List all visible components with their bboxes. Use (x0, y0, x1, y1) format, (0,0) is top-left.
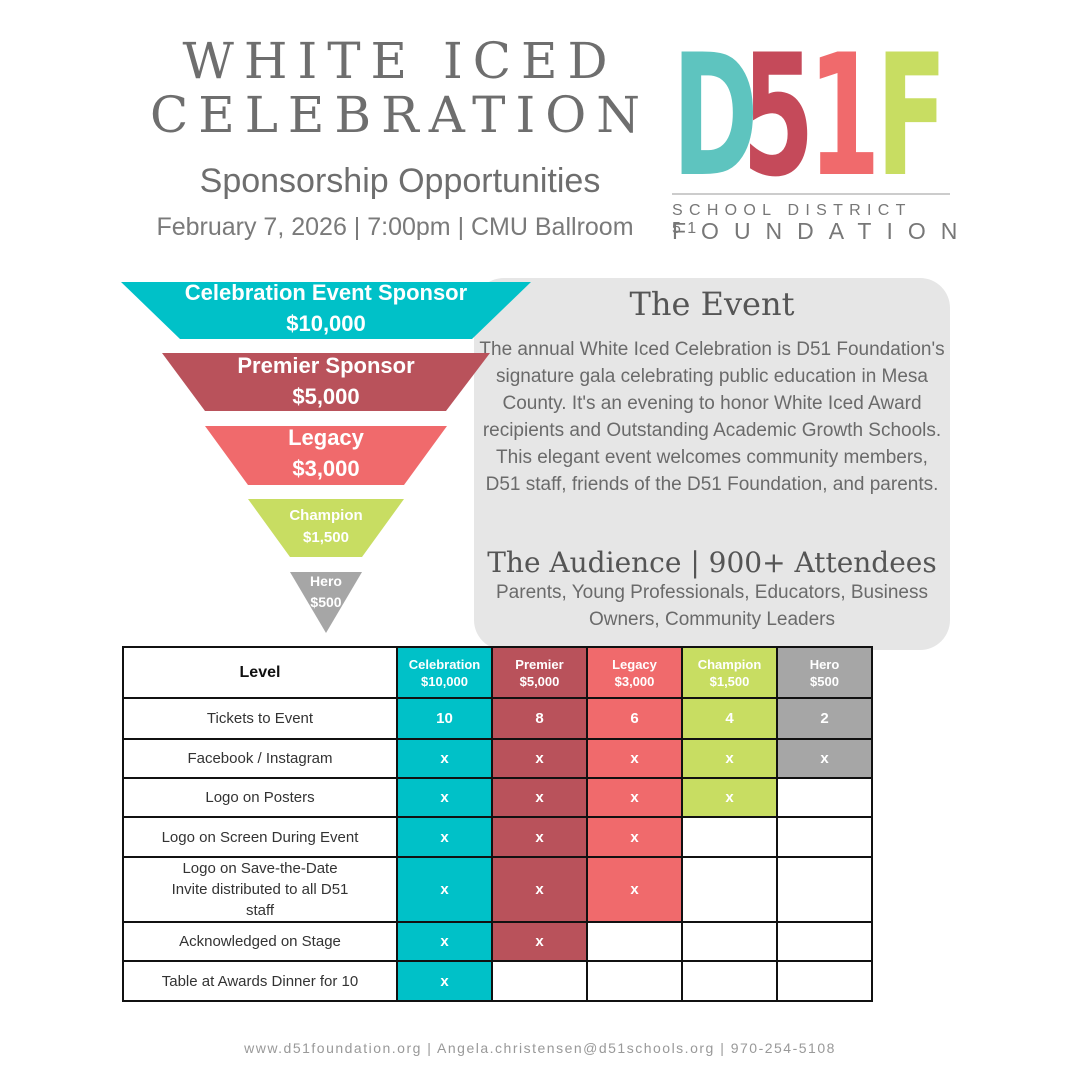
funnel-label-hero: Hero$500 (310, 573, 342, 610)
benefit-cell-hero (776, 856, 873, 923)
benefit-cell-celebration: x (396, 816, 493, 858)
column-price: $3,000 (614, 673, 655, 689)
column-header-hero: Hero$500 (776, 646, 873, 699)
benefit-cell-premier: x (491, 777, 588, 818)
column-name: Hero (809, 656, 840, 672)
sponsor-funnel (121, 282, 531, 633)
benefit-label: Acknowledged on Stage (122, 921, 398, 962)
date-line: February 7, 2026 | 7:00pm | CMU Ballroom (156, 213, 634, 241)
benefit-cell-celebration: x (396, 777, 493, 818)
benefit-cell-legacy (586, 960, 683, 1002)
funnel-tier-premier (162, 353, 490, 411)
funnel-tier-champion (248, 499, 404, 557)
benefit-cell-champion: x (681, 738, 778, 779)
benefit-cell-legacy: x (586, 777, 683, 818)
column-price: $10,000 (421, 673, 468, 689)
benefit-cell-premier: 8 (491, 697, 588, 740)
funnel-tier-celebration (121, 282, 531, 339)
benefit-cell-premier: x (491, 921, 588, 962)
column-price: $5,000 (519, 673, 560, 689)
column-header-celebration: Celebration$10,000 (396, 646, 493, 699)
benefit-cell-legacy (586, 921, 683, 962)
funnel-label-premier: Premier Sponsor$5,000 (237, 353, 415, 409)
logo-divider (672, 193, 950, 195)
logo-letter: F (876, 18, 948, 214)
column-header-champion: Champion$1,500 (681, 646, 778, 699)
benefit-cell-premier (491, 960, 588, 1002)
benefit-cell-legacy: 6 (586, 697, 683, 740)
benefit-cell-champion (681, 921, 778, 962)
benefit-cell-champion: x (681, 777, 778, 818)
benefit-cell-premier: x (491, 816, 588, 858)
column-header-premier: Premier$5,000 (491, 646, 588, 699)
benefit-cell-celebration: x (396, 856, 493, 923)
benefit-cell-legacy: x (586, 738, 683, 779)
column-name: Celebration (408, 656, 481, 672)
level-header: Level (122, 646, 398, 699)
funnel-label-champion: Champion$1,500 (289, 507, 363, 546)
title-line-2: CELEBRATION (149, 86, 651, 144)
funnel-label-celebration: Celebration Event Sponsor$10,000 (184, 280, 468, 336)
table-row: Logo on Save-the-Date Invite distributed… (122, 856, 873, 923)
benefit-label: Logo on Save-the-Date Invite distributed… (122, 856, 398, 923)
benefit-cell-premier: x (491, 856, 588, 923)
benefit-cell-legacy: x (586, 816, 683, 858)
benefit-cell-celebration: x (396, 738, 493, 779)
benefit-label: Facebook / Instagram (122, 738, 398, 779)
funnel-tier-legacy (205, 426, 447, 485)
d51f-logo: D 5 1 F (672, 18, 950, 246)
audience-heading: The Audience | 900+ Attendees (487, 546, 937, 579)
benefit-label: Logo on Screen During Event (122, 816, 398, 858)
benefit-cell-champion (681, 816, 778, 858)
benefit-cell-hero (776, 816, 873, 858)
event-heading: The Event (629, 285, 795, 323)
benefit-cell-celebration: x (396, 960, 493, 1002)
logo-letter: D (672, 18, 759, 214)
column-price: $1,500 (709, 673, 750, 689)
benefit-cell-celebration: 10 (396, 697, 493, 740)
benefit-label: Tickets to Event (122, 697, 398, 740)
benefit-cell-champion (681, 856, 778, 923)
benefit-label: Table at Awards Dinner for 10 (122, 960, 398, 1002)
logo-letter: 5 (742, 18, 815, 214)
event-description: The annual White Iced Celebration is D51… (479, 339, 945, 495)
event-panel (474, 278, 950, 650)
benefit-cell-hero: x (776, 738, 873, 779)
benefit-cell-hero (776, 921, 873, 962)
benefit-label: Logo on Posters (122, 777, 398, 818)
benefit-cell-champion: 4 (681, 697, 778, 740)
benefit-cell-hero (776, 960, 873, 1002)
benefit-cell-celebration: x (396, 921, 493, 962)
benefit-cell-hero: 2 (776, 697, 873, 740)
funnel-label-legacy: Legacy$3,000 (288, 425, 364, 481)
logo-subtitle: SCHOOL DISTRICT 51 (672, 202, 912, 237)
benefit-cell-hero (776, 777, 873, 818)
title-line-1: WHITE ICED (182, 32, 618, 90)
benefit-cell-premier: x (491, 738, 588, 779)
benefit-cell-legacy: x (586, 856, 683, 923)
funnel-tier-hero (290, 572, 362, 633)
subtitle: Sponsorship Opportunities (199, 162, 601, 200)
column-name: Champion (697, 656, 762, 672)
logo-letter: 1 (808, 18, 881, 214)
column-price: $500 (810, 673, 839, 689)
column-name: Premier (515, 656, 564, 672)
column-name: Legacy (612, 656, 657, 672)
benefit-cell-champion (681, 960, 778, 1002)
logo-foundation: FOUNDATION (672, 218, 973, 244)
audience-description: Parents, Young Professionals, Educators,… (496, 582, 928, 630)
contact-footer: www.d51foundation.org | Angela.christens… (244, 1040, 836, 1056)
column-header-legacy: Legacy$3,000 (586, 646, 683, 699)
